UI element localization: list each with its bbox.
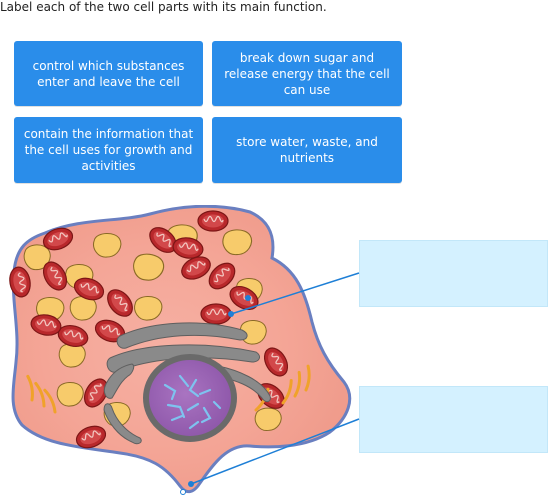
answer-drop-target-bottom[interactable] — [359, 386, 548, 453]
choice-mitochondria-function[interactable]: break down sugar and release energy that… — [212, 41, 402, 106]
choice-label: store water, waste, and nutrients — [236, 135, 378, 165]
answer-drop-target-top[interactable] — [359, 240, 548, 307]
choice-label: contain the information that the cell us… — [23, 127, 194, 173]
choice-label: break down sugar and release energy that… — [224, 50, 390, 97]
choice-nucleus-function[interactable]: contain the information that the cell us… — [14, 117, 203, 183]
choice-vacuole-function[interactable]: store water, waste, and nutrients — [212, 117, 402, 183]
cell-nucleus — [143, 354, 237, 442]
choice-label: control which substances enter and leave… — [32, 58, 185, 89]
instruction-text: Label each of the two cell parts with it… — [0, 0, 327, 14]
animal-cell-illustration-icon — [6, 205, 360, 495]
choice-membrane-function[interactable]: control which substances enter and leave… — [14, 41, 203, 106]
